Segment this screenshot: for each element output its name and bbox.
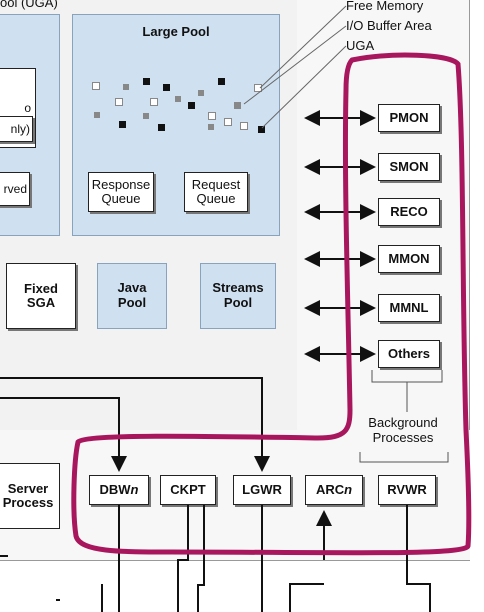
uga-square	[188, 102, 195, 109]
io-buffer-square	[175, 96, 181, 102]
process-rvwr: RVWR	[378, 475, 436, 505]
free-memory-square	[240, 122, 248, 130]
free-memory-square	[92, 82, 100, 90]
left-clipped-box-3: rved	[0, 172, 30, 206]
streams-pool	[200, 263, 276, 329]
process-ckpt: CKPT	[160, 475, 216, 505]
java-pool	[97, 263, 167, 329]
process-lgwr: LGWR	[233, 475, 291, 505]
uga-square	[143, 78, 150, 85]
io-buffer-square	[208, 124, 214, 130]
uga-square	[163, 84, 170, 91]
uga-square	[119, 121, 126, 128]
process-arcn: ARCn	[305, 475, 363, 505]
left-fragment-3: rved	[3, 182, 27, 196]
io-buffer-square	[123, 84, 129, 90]
process-reco: RECO	[378, 198, 440, 226]
legend-uga: UGA	[346, 38, 375, 53]
fixed-sga: Fixed SGA	[6, 263, 76, 329]
process-smon: SMON	[378, 153, 440, 181]
legend-io-buffer-area: I/O Buffer Area	[346, 18, 432, 33]
process-arcn-label: ARCn	[315, 482, 353, 497]
process-dbwn: DBWn	[89, 475, 149, 505]
uga-square	[218, 78, 225, 85]
background-processes-label: Background Processes	[368, 415, 438, 445]
free-memory-square	[254, 84, 262, 92]
free-memory-square	[115, 98, 123, 106]
highlight-outline	[71, 52, 472, 556]
uga-square	[258, 126, 265, 133]
io-buffer-square	[198, 90, 204, 96]
io-buffer-square	[234, 102, 241, 109]
process-mmnl: MMNL	[378, 294, 440, 322]
uga-square	[158, 124, 165, 131]
legend-free-memory: Free Memory	[346, 0, 424, 13]
request-queue: Request Queue	[184, 172, 248, 212]
left-fragment-2: nly)	[10, 122, 30, 136]
process-arrows	[304, 110, 376, 362]
response-queue: Response Queue	[88, 172, 154, 212]
large-pool-title: Large Pool	[142, 24, 210, 39]
free-memory-square	[150, 98, 158, 106]
legend-leader-lines	[243, 5, 347, 129]
server-process: Server Process	[0, 463, 60, 529]
free-memory-square	[224, 118, 232, 126]
sga-top-clipped-label: ool (UGA)	[0, 0, 58, 10]
left-clipped-box-2: nly)	[0, 116, 33, 142]
process-others: Others	[378, 340, 440, 368]
free-memory-square	[208, 112, 216, 120]
disk-lines	[0, 505, 431, 612]
sga-writer-lines	[0, 377, 332, 560]
process-pmon: PMON	[378, 104, 440, 132]
background-bracket	[359, 370, 449, 463]
process-mmon: MMON	[378, 245, 440, 273]
streams-pool-label: Streams Pool	[212, 280, 264, 310]
java-pool-label: Java Pool	[117, 280, 147, 310]
left-fragment-1: o	[24, 101, 31, 115]
io-buffer-square	[143, 113, 149, 119]
io-buffer-square	[94, 112, 100, 118]
process-dbwn-label: DBWn	[99, 482, 139, 497]
